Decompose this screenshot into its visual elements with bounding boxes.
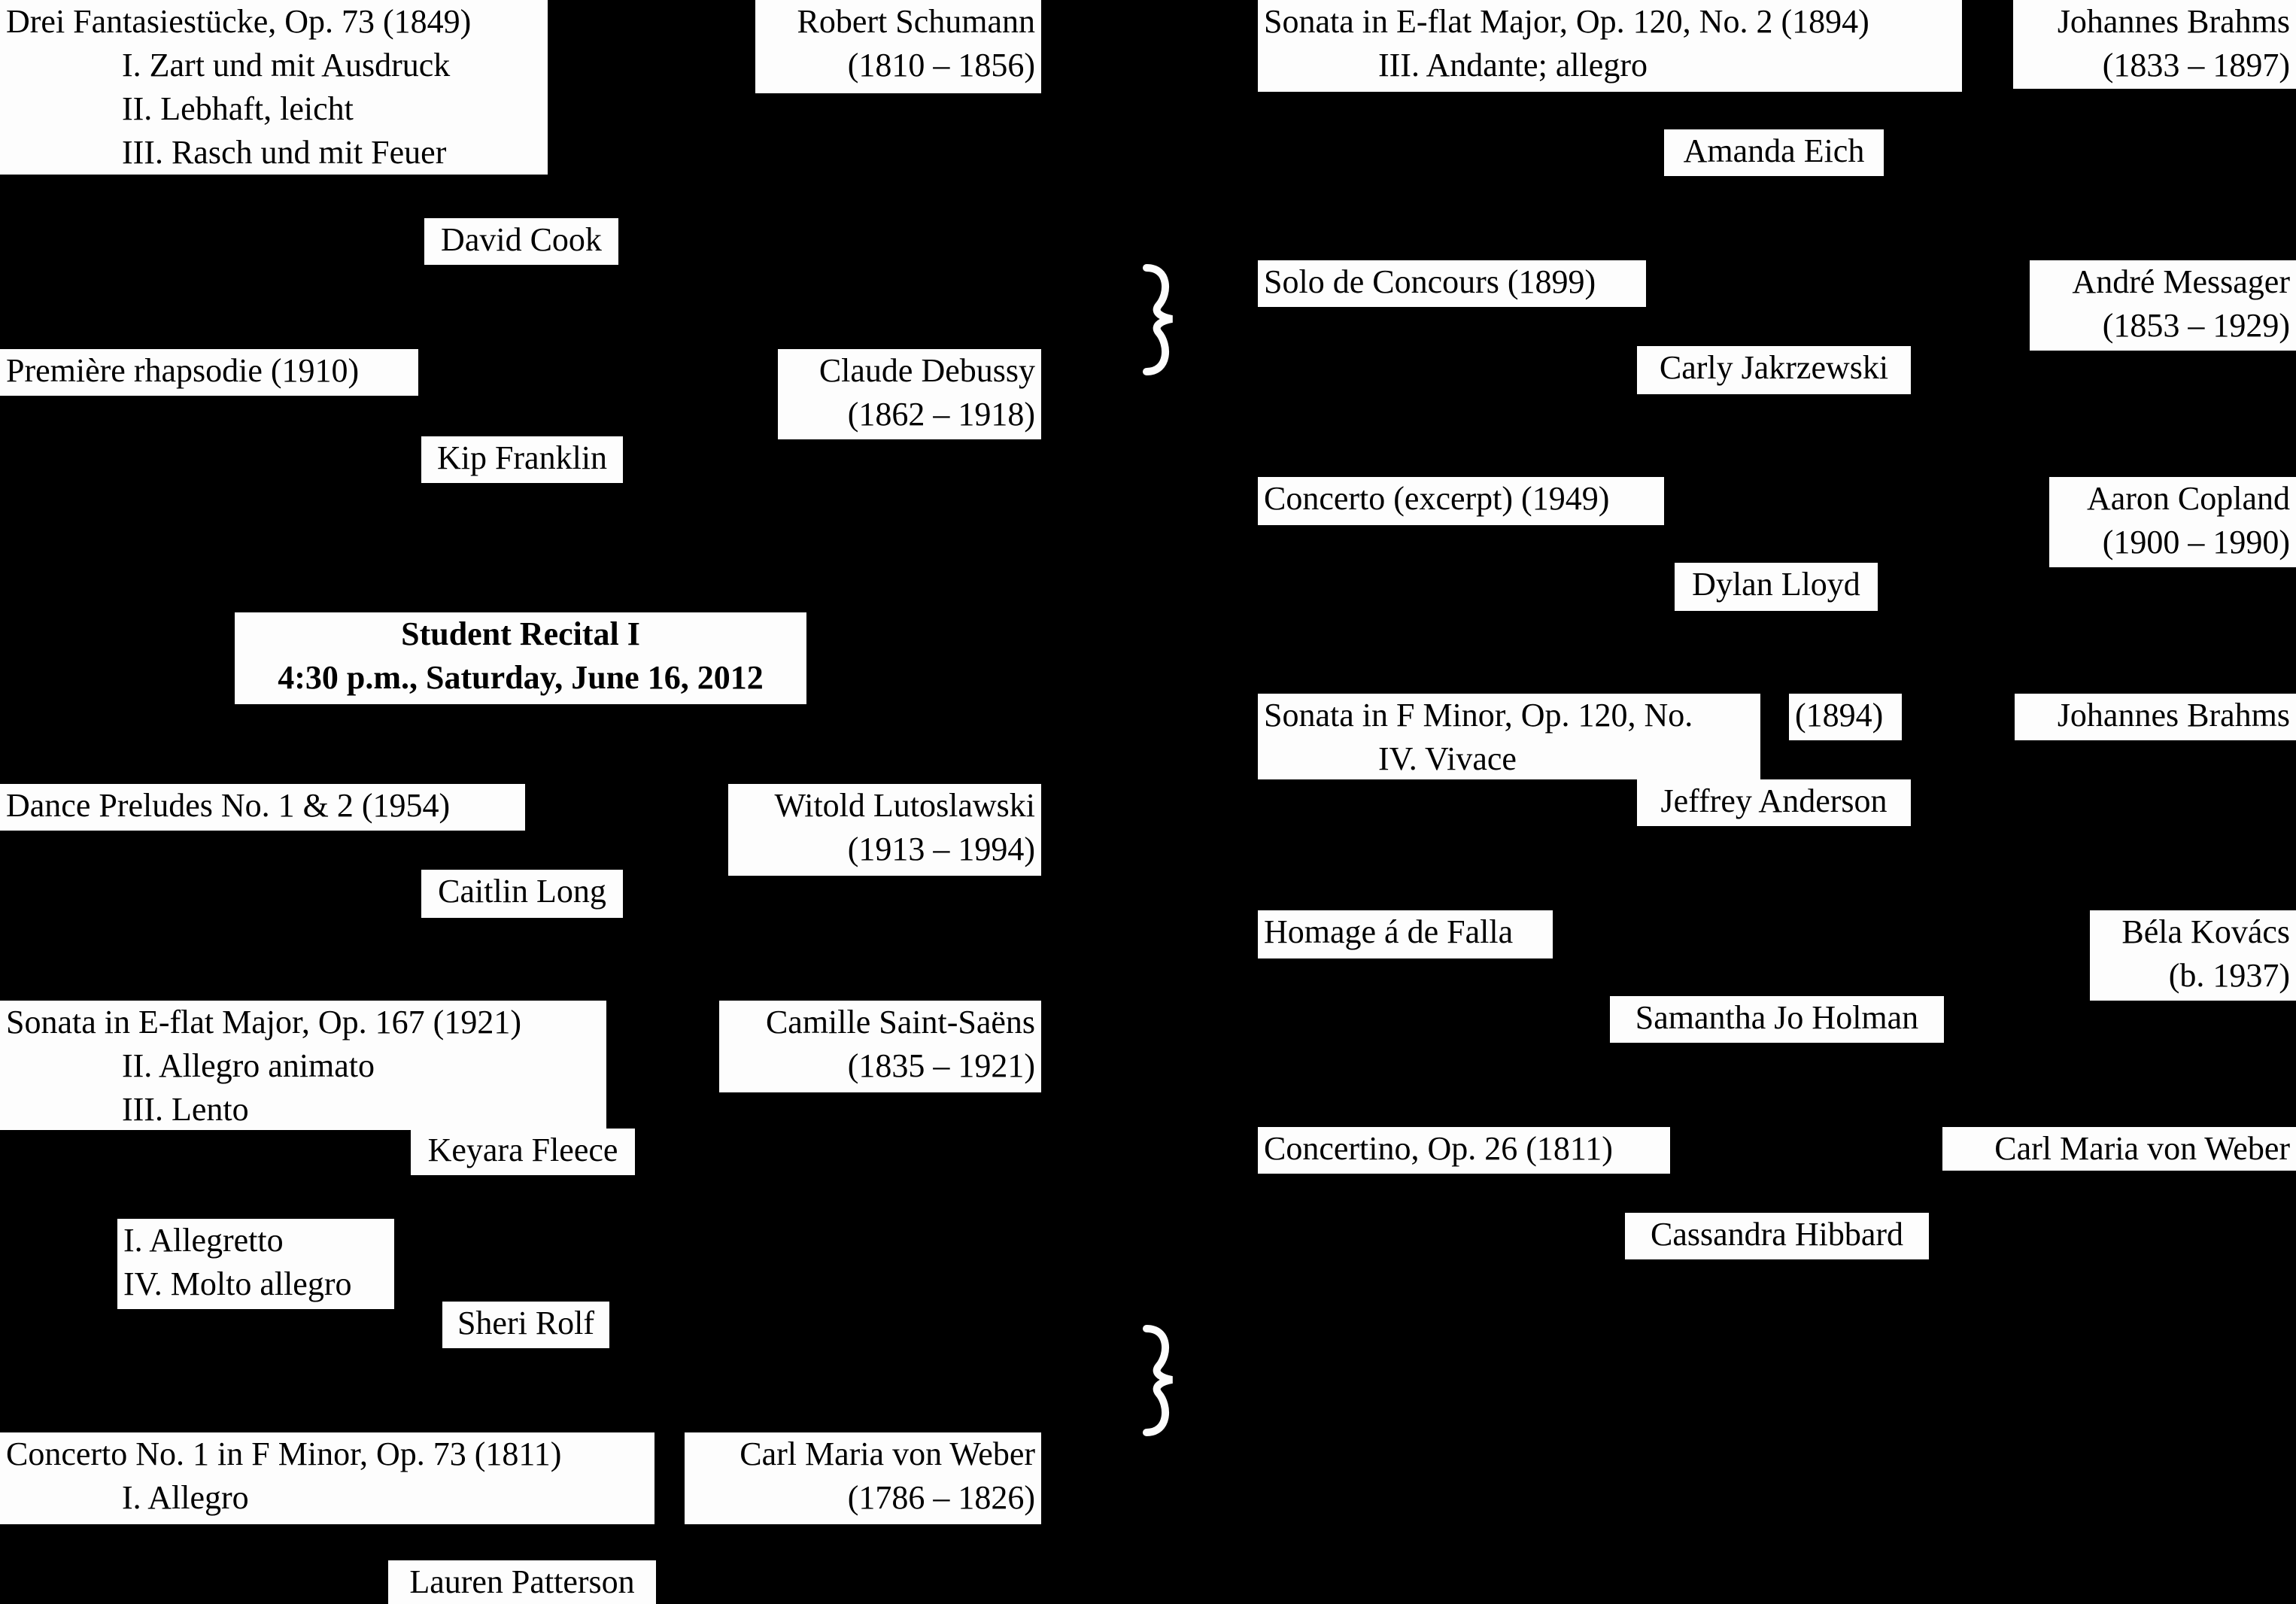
performer-name: Sheri Rolf [457, 1305, 595, 1341]
recital-title: Student Recital I [401, 615, 640, 652]
piece-title: Drei Fantasiestücke, Op. 73 (1849) [6, 3, 472, 40]
composer-dates: (1913 – 1994) [847, 831, 1035, 867]
piece-year-label: (1894) [1795, 697, 1884, 734]
performer-amanda-eich: Amanda Eich [1664, 129, 1884, 176]
movement: III. Rasch und mit Feuer [122, 134, 447, 171]
composer-messager: André Messager (1853 – 1929) [2030, 260, 2296, 351]
movement: IV. Molto allegro [123, 1265, 352, 1302]
composer-dates: (1835 – 1921) [847, 1047, 1035, 1084]
composer-name: Aaron Copland [2086, 480, 2290, 517]
performer-name: Cassandra Hibbard [1650, 1216, 1903, 1253]
composer-dates: (1900 – 1990) [2102, 524, 2290, 560]
performer-cassandra-hibbard: Cassandra Hibbard [1625, 1213, 1929, 1259]
piece-title: Concerto (excerpt) (1949) [1264, 480, 1610, 517]
performer-name: Samantha Jo Holman [1635, 999, 1919, 1036]
piece-title: Sonata in F Minor, Op. 120, No. [1264, 697, 1693, 734]
piece-title: Solo de Concours (1899) [1264, 263, 1596, 300]
piece-copland-title: Concerto (excerpt) (1949) [1258, 477, 1664, 525]
performer-name: Keyara Fleece [427, 1132, 618, 1168]
performer-name: Carly Jakrzewski [1659, 349, 1889, 386]
composer-dates: (b. 1937) [2168, 957, 2290, 994]
performer-kip-franklin: Kip Franklin [421, 436, 623, 483]
piece-title: Sonata in E-flat Major, Op. 167 (1921) [6, 1004, 521, 1040]
composer-dates: (1862 – 1918) [847, 396, 1035, 433]
curly-brace-ornament [1143, 1325, 1173, 1436]
composer-name: Béla Kovács [2121, 913, 2290, 950]
piece-brahms-fminor-block: Sonata in F Minor, Op. 120, No. IV. Viva… [1258, 694, 1760, 779]
piece-messager-title: Solo de Concours (1899) [1258, 260, 1646, 307]
composer-name: Johannes Brahms [2057, 3, 2290, 40]
piece-debussy-title: Première rhapsodie (1910) [0, 349, 418, 396]
performer-caitlin-long: Caitlin Long [421, 870, 623, 918]
performer-sheri-rolf: Sheri Rolf [442, 1302, 609, 1348]
composer-name: Robert Schumann [797, 3, 1035, 40]
composer-dates: (1810 – 1856) [847, 47, 1035, 84]
composer-name: Carl Maria von Weber [1994, 1130, 2290, 1167]
piece-title: Concertino, Op. 26 (1811) [1264, 1130, 1613, 1167]
composer-dates: (1786 – 1826) [847, 1479, 1035, 1516]
performer-name: David Cook [441, 221, 602, 258]
composer-weber-left: Carl Maria von Weber (1786 – 1826) [685, 1432, 1041, 1524]
performer-samantha-jo-holman: Samantha Jo Holman [1610, 996, 1944, 1043]
composer-brahms-2: Johannes Brahms [2015, 694, 2296, 740]
composer-copland: Aaron Copland (1900 – 1990) [2049, 477, 2296, 567]
movement: I. Allegro [122, 1479, 249, 1516]
composer-name: Camille Saint-Saëns [765, 1004, 1035, 1040]
composer-weber-right: Carl Maria von Weber [1942, 1127, 2296, 1171]
performer-name: Kip Franklin [436, 439, 608, 476]
composer-dates: (1853 – 1929) [2102, 307, 2290, 344]
composer-name: Claude Debussy [818, 352, 1035, 389]
piece-weber-concertino-title: Concertino, Op. 26 (1811) [1258, 1127, 1670, 1174]
performer-name: Jeffrey Anderson [1660, 782, 1888, 819]
composer-schumann: Robert Schumann (1810 – 1856) [755, 0, 1041, 93]
performer-name: Dylan Lloyd [1692, 566, 1860, 603]
composer-name: Carl Maria von Weber [740, 1435, 1035, 1472]
piece-lutoslawski-title: Dance Preludes No. 1 & 2 (1954) [0, 784, 525, 831]
recital-datetime: 4:30 p.m., Saturday, June 16, 2012 [278, 659, 764, 696]
performer-name: Amanda Eich [1683, 132, 1865, 169]
performer-jeffrey-anderson: Jeffrey Anderson [1637, 779, 1911, 826]
curly-brace-ornament [1143, 264, 1173, 375]
performer-name: Caitlin Long [438, 873, 606, 910]
movement: II. Lebhaft, leicht [122, 90, 354, 127]
composer-brahms-1: Johannes Brahms (1833 – 1897) [2013, 0, 2296, 89]
composer-name: Witold Lutoslawski [774, 787, 1035, 824]
piece-weber-concerto-block: Concerto No. 1 in F Minor, Op. 73 (1811)… [0, 1432, 654, 1524]
piece-title: Homage á de Falla [1264, 913, 1514, 950]
movement: IV. Vivace [1378, 740, 1517, 777]
piece-year: (1894) [1789, 694, 1902, 740]
piece-title: Concerto No. 1 in F Minor, Op. 73 (1811) [6, 1435, 562, 1472]
piece-brahms-eflat-block: Sonata in E-flat Major, Op. 120, No. 2 (… [1258, 0, 1962, 92]
performer-carly-jakrzewski: Carly Jakrzewski [1637, 346, 1911, 394]
piece-title: Sonata in E-flat Major, Op. 120, No. 2 (… [1264, 3, 1869, 40]
piece-schumann-title-block: Drei Fantasiestücke, Op. 73 (1849) I. Za… [0, 0, 548, 175]
performer-david-cook: David Cook [424, 218, 618, 265]
movements-block: I. Allegretto IV. Molto allegro [117, 1219, 394, 1309]
performer-dylan-lloyd: Dylan Lloyd [1675, 563, 1878, 611]
movement: I. Zart und mit Ausdruck [122, 47, 451, 84]
piece-title: Première rhapsodie (1910) [6, 352, 360, 389]
composer-debussy: Claude Debussy (1862 – 1918) [778, 349, 1041, 439]
composer-lutoslawski: Witold Lutoslawski (1913 – 1994) [728, 784, 1041, 876]
piece-kovacs-title: Homage á de Falla [1258, 910, 1553, 958]
composer-kovacs: Béla Kovács (b. 1937) [2090, 910, 2296, 1001]
performer-lauren-patterson: Lauren Patterson [388, 1560, 656, 1604]
piece-title: Dance Preludes No. 1 & 2 (1954) [6, 787, 451, 824]
movement: I. Allegretto [123, 1222, 284, 1259]
piece-saint-saens-title-block: Sonata in E-flat Major, Op. 167 (1921) I… [0, 1001, 606, 1130]
performer-keyara-fleece: Keyara Fleece [411, 1129, 635, 1175]
movement: III. Andante; allegro [1378, 47, 1648, 84]
composer-name: Johannes Brahms [2057, 697, 2290, 734]
movement: III. Lento [122, 1091, 249, 1128]
recital-heading: Student Recital I 4:30 p.m., Saturday, J… [235, 612, 806, 704]
performer-name: Lauren Patterson [409, 1563, 635, 1600]
composer-saint-saens: Camille Saint-Saëns (1835 – 1921) [719, 1001, 1041, 1092]
composer-name: André Messager [2072, 263, 2290, 300]
movement: II. Allegro animato [122, 1047, 375, 1084]
composer-dates: (1833 – 1897) [2102, 47, 2290, 84]
